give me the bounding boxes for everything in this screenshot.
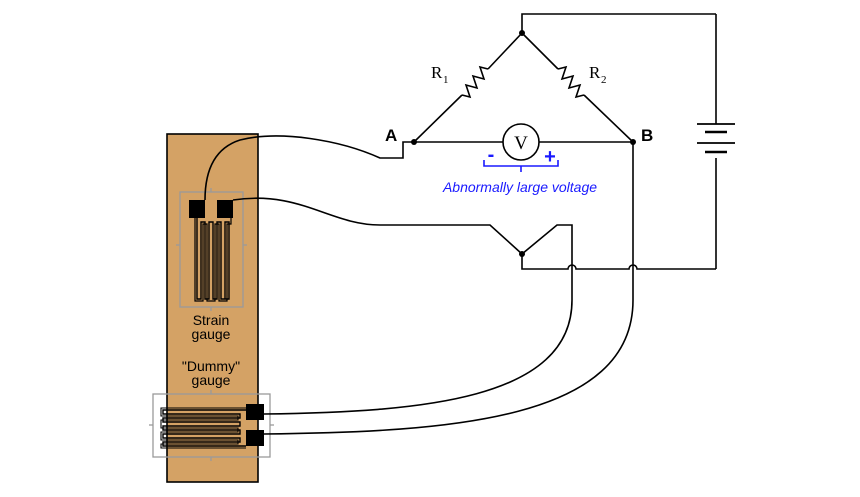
- dummy-gauge: [149, 390, 274, 461]
- voltage-note: Abnormally large voltage: [442, 179, 597, 195]
- strain-gauge-label-line2: gauge: [192, 326, 231, 342]
- node-a-label: A: [385, 126, 397, 145]
- node-b-label: B: [641, 126, 653, 145]
- strain-gauge-label-line1: Strain: [193, 312, 230, 328]
- dummy-gauge-label-line2: gauge: [192, 372, 231, 388]
- node-bottom-dot: [519, 251, 525, 257]
- node-b-dot: [630, 139, 636, 145]
- dummy-gauge-label-line1: "Dummy": [182, 358, 240, 374]
- node-a-dot: [411, 139, 417, 145]
- bridge-wires: [204, 13, 716, 435]
- r2-subscript: 2: [601, 74, 607, 86]
- r1-label: R: [431, 63, 443, 82]
- plus-sign: +: [544, 146, 556, 168]
- voltmeter-symbol: [502, 123, 540, 161]
- polarity-bracket: [483, 160, 559, 172]
- strain-gauge: [176, 188, 247, 311]
- r1-subscript: 1: [443, 74, 449, 86]
- battery-symbol: [697, 14, 735, 269]
- voltmeter-label: V: [514, 133, 528, 154]
- minus-sign: -: [488, 144, 495, 166]
- node-top-dot: [519, 30, 525, 36]
- r2-label: R: [589, 63, 601, 82]
